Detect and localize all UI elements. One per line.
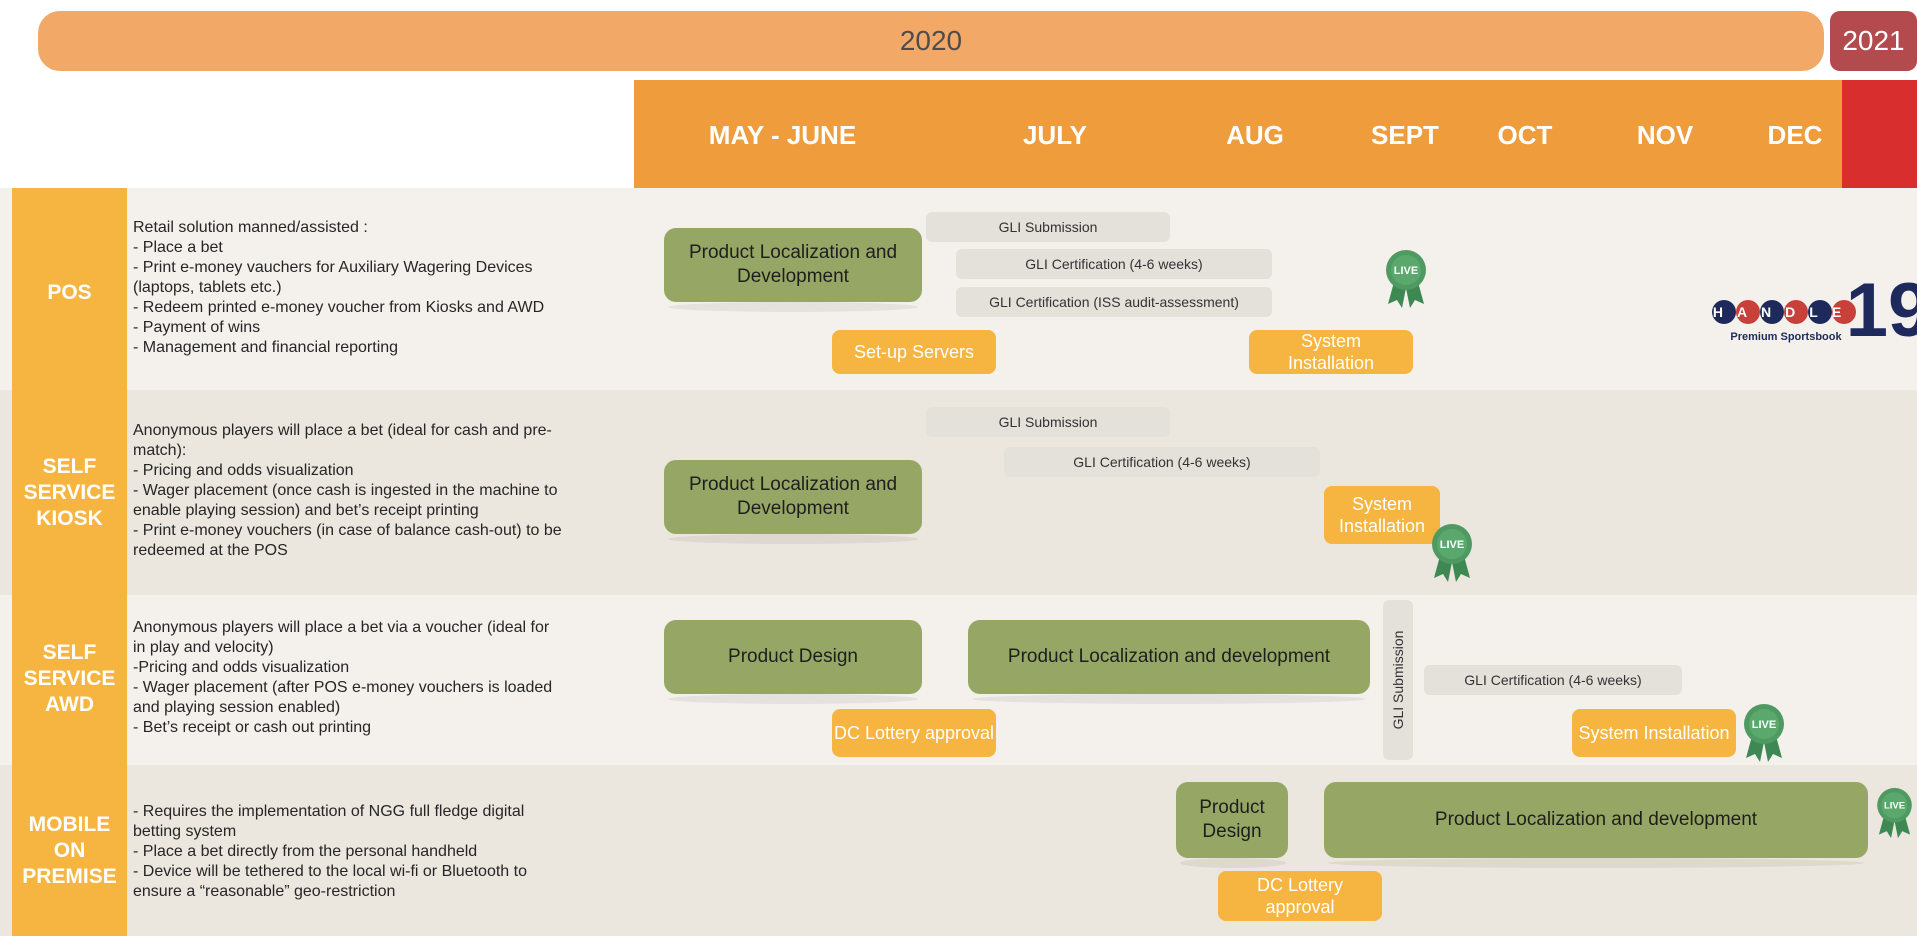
- row-awd-description: Anonymous players will place a bet via a…: [133, 619, 553, 736]
- svg-text:LIVE: LIVE: [1884, 801, 1905, 812]
- svg-text:19: 19: [1846, 268, 1917, 346]
- row-pos-label: POS: [47, 281, 92, 304]
- month-header-bar: [634, 80, 1842, 188]
- kiosk-system-installation-box: System Installation: [1324, 486, 1440, 544]
- month-oct: OCT: [1497, 120, 1553, 150]
- live-badge-icon: LIVE: [1386, 250, 1426, 308]
- mobile-dc-lottery-box: DC Lottery approval: [1218, 871, 1382, 921]
- row-awd-label: SELF SERVICE AWD: [23, 641, 116, 716]
- month-aug: AUG: [1226, 120, 1284, 150]
- kiosk-gli-submission-pill: GLI Submission: [926, 407, 1170, 437]
- awd-dc-lottery-box: DC Lottery approval: [832, 709, 996, 757]
- pos-localization-box: Product Localization and Development: [664, 228, 922, 302]
- pos-gli-cert-pill: GLI Certification (4-6 weeks): [956, 249, 1272, 279]
- shadow: [668, 694, 918, 704]
- row-mobile-label: MOBILE ON PREMISE: [22, 813, 117, 888]
- row-awd-side: [12, 595, 127, 765]
- awd-product-design-box: Product Design: [664, 620, 922, 694]
- row-pos-side: [12, 188, 127, 390]
- row-pos-description: Retail solution manned/assisted : - Plac…: [133, 219, 545, 356]
- live-badge-icon: LIVE: [1744, 704, 1784, 762]
- row-kiosk-side: [12, 390, 127, 595]
- kiosk-localization-box: Product Localization and Development: [664, 460, 922, 534]
- awd-gli-cert-pill: GLI Certification (4-6 weeks): [1424, 665, 1682, 695]
- shadow: [1328, 858, 1864, 868]
- live-badge-icon: LIVE: [1432, 524, 1472, 582]
- svg-text:LIVE: LIVE: [1440, 539, 1464, 551]
- awd-gli-submission-vertical-pill: GLI Submission: [1383, 600, 1413, 760]
- live-badge-icon: LIVE: [1877, 787, 1912, 839]
- row-kiosk-label: SELF SERVICE KIOSK: [23, 455, 116, 530]
- row-mobile-side: [12, 765, 127, 936]
- month-may-june: MAY - JUNE: [708, 120, 857, 150]
- mobile-localization-box: Product Localization and development: [1324, 782, 1868, 858]
- year-2020-bar: 2020: [38, 11, 1824, 71]
- year-2020-label: 2020: [899, 25, 963, 56]
- live-label: LIVE: [1394, 265, 1418, 277]
- month-sept: SEPT: [1371, 120, 1439, 150]
- svg-text:HANDLE: HANDLE: [1713, 304, 1855, 320]
- svg-text:Premium Sportsbook: Premium Sportsbook: [1730, 331, 1842, 343]
- year-2021-bar: 2021: [1830, 11, 1917, 71]
- awd-localization-box: Product Localization and development: [968, 620, 1370, 694]
- kiosk-gli-cert-pill: GLI Certification (4-6 weeks): [1004, 447, 1320, 477]
- month-dec: DEC: [1767, 120, 1823, 150]
- handle19-logo: HANDLE Premium Sportsbook 19: [1708, 266, 1917, 353]
- month-july: JULY: [1022, 120, 1088, 150]
- month-nov: NOV: [1636, 120, 1694, 150]
- pos-gli-iss-pill: GLI Certification (ISS audit-assessment): [956, 287, 1272, 317]
- pos-gli-submission-pill: GLI Submission: [926, 212, 1170, 242]
- month-header-2021-bar: [1842, 80, 1917, 188]
- handle19-logo-icon: HANDLE Premium Sportsbook 19: [1712, 268, 1917, 353]
- awd-system-installation-box: System Installation: [1572, 709, 1736, 757]
- svg-text:LIVE: LIVE: [1752, 719, 1776, 731]
- year-2021-label: 2021: [1842, 25, 1905, 56]
- shadow: [668, 302, 918, 312]
- row-kiosk-description: Anonymous players will place a bet (idea…: [133, 422, 562, 559]
- mobile-product-design-box: Product Design: [1176, 782, 1288, 858]
- pos-system-installation-box: System Installation: [1249, 330, 1413, 374]
- shadow: [1180, 858, 1286, 868]
- shadow: [668, 534, 918, 544]
- row-mobile-description: - Requires the implementation of NGG ful…: [133, 803, 527, 900]
- pos-setup-servers-box: Set-up Servers: [832, 330, 996, 374]
- shadow: [972, 694, 1366, 704]
